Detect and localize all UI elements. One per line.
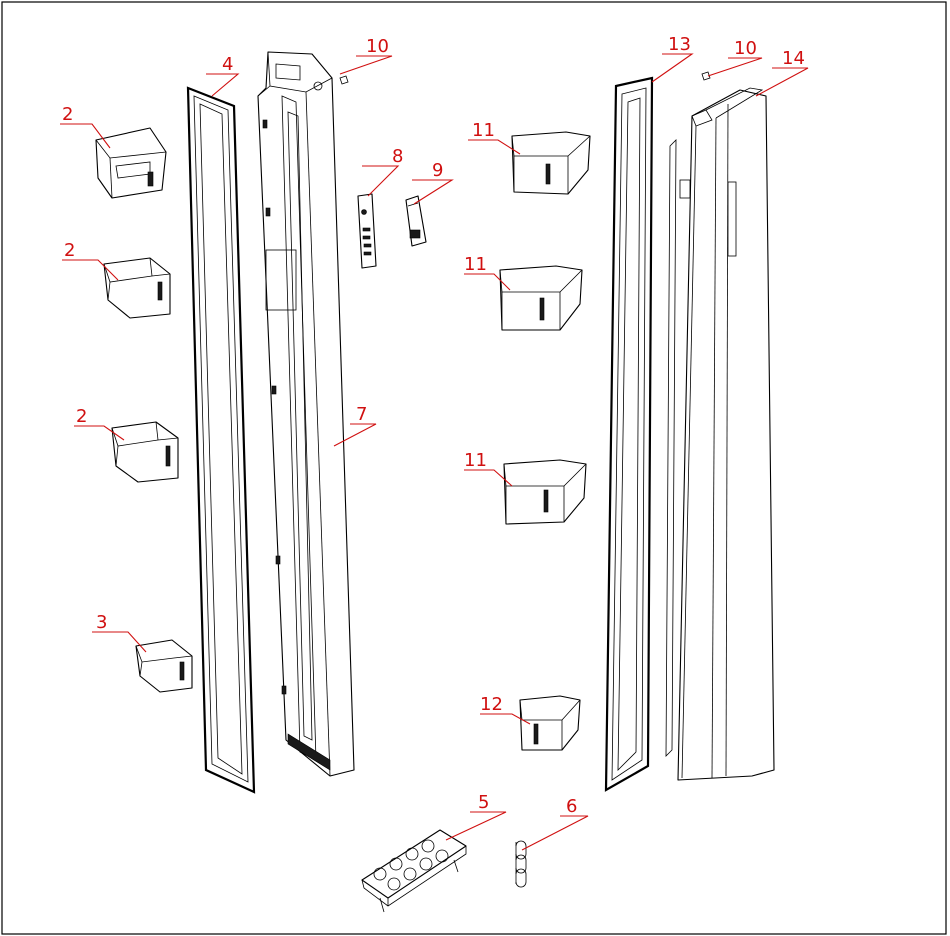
callout-8: 8 (392, 146, 403, 167)
callout-6: 6 (566, 796, 577, 817)
right-door-bin-middle (503, 459, 587, 525)
left-door-bin-middle (111, 421, 179, 483)
ice-cube-holder (515, 840, 527, 888)
display-module (405, 195, 427, 247)
right-door-bin-top (511, 131, 591, 195)
callout-2-middle: 2 (76, 406, 87, 427)
left-door-bin-small (135, 639, 193, 693)
callout-12: 12 (480, 694, 503, 715)
callout-5: 5 (478, 792, 489, 813)
right-door-gasket (604, 76, 654, 792)
callout-3: 3 (96, 612, 107, 633)
callout-11-top: 11 (472, 120, 495, 141)
left-door-liner (257, 51, 355, 777)
right-door-outer-panel (665, 87, 775, 781)
right-door-bin-upper (499, 265, 583, 331)
left-door-bin-upper (103, 257, 171, 319)
callout-9: 9 (432, 160, 443, 181)
callout-10-right: 10 (734, 38, 757, 59)
callout-11-middle: 11 (464, 450, 487, 471)
hinge-pin-left (339, 75, 349, 85)
hinge-pin-right (701, 71, 711, 81)
control-board (357, 193, 377, 269)
callout-labels: 2 2 2 3 4 5 6 7 8 9 10 10 11 11 11 12 13… (62, 34, 805, 817)
left-door-bin-top (95, 127, 167, 199)
callout-14: 14 (782, 48, 805, 69)
right-door-bin-small (519, 695, 581, 751)
callout-13: 13 (668, 34, 691, 55)
callout-2-upper: 2 (64, 240, 75, 261)
egg-tray (361, 829, 467, 913)
callout-2-top: 2 (62, 104, 73, 125)
callout-7: 7 (356, 404, 367, 425)
callout-10-left: 10 (366, 36, 389, 57)
callout-11-upper: 11 (464, 254, 487, 275)
callout-4: 4 (222, 54, 233, 75)
left-door-gasket (186, 86, 256, 794)
leader-lines (60, 53, 809, 851)
